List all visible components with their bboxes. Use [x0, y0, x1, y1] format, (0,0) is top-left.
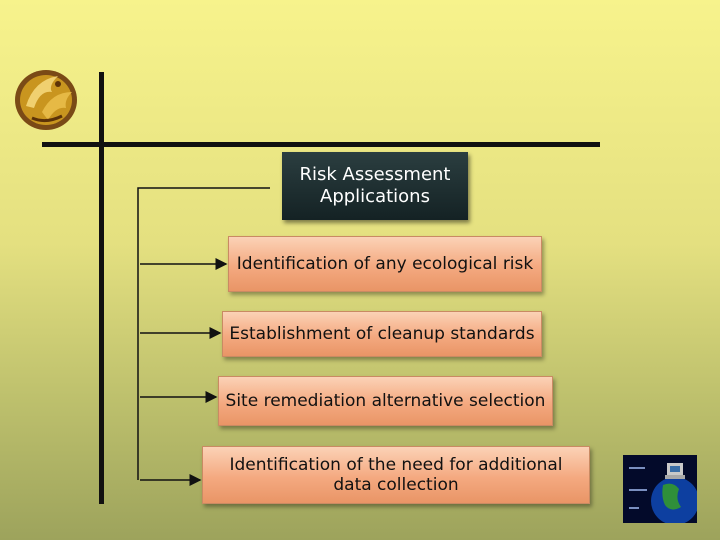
diagram-title-box: Risk Assessment Applications — [282, 152, 468, 220]
horizontal-frame-line — [42, 142, 600, 147]
item-box-ecological-risk: Identification of any ecological risk — [228, 236, 542, 292]
diagram-title: Risk Assessment Applications — [299, 164, 451, 207]
globe-computer-icon — [623, 455, 697, 523]
item-label: Identification of the need for additiona… — [229, 454, 563, 495]
item-label: Establishment of cleanup standards — [229, 323, 535, 344]
vertical-frame-line — [99, 72, 104, 504]
item-box-cleanup-standards: Establishment of cleanup standards — [222, 311, 542, 357]
item-box-remediation-selection: Site remediation alternative selection — [218, 376, 553, 426]
pegasus-logo-icon — [15, 70, 77, 130]
item-box-data-collection: Identification of the need for additiona… — [202, 446, 590, 504]
item-label: Site remediation alternative selection — [225, 390, 546, 411]
item-label: Identification of any ecological risk — [236, 253, 534, 274]
